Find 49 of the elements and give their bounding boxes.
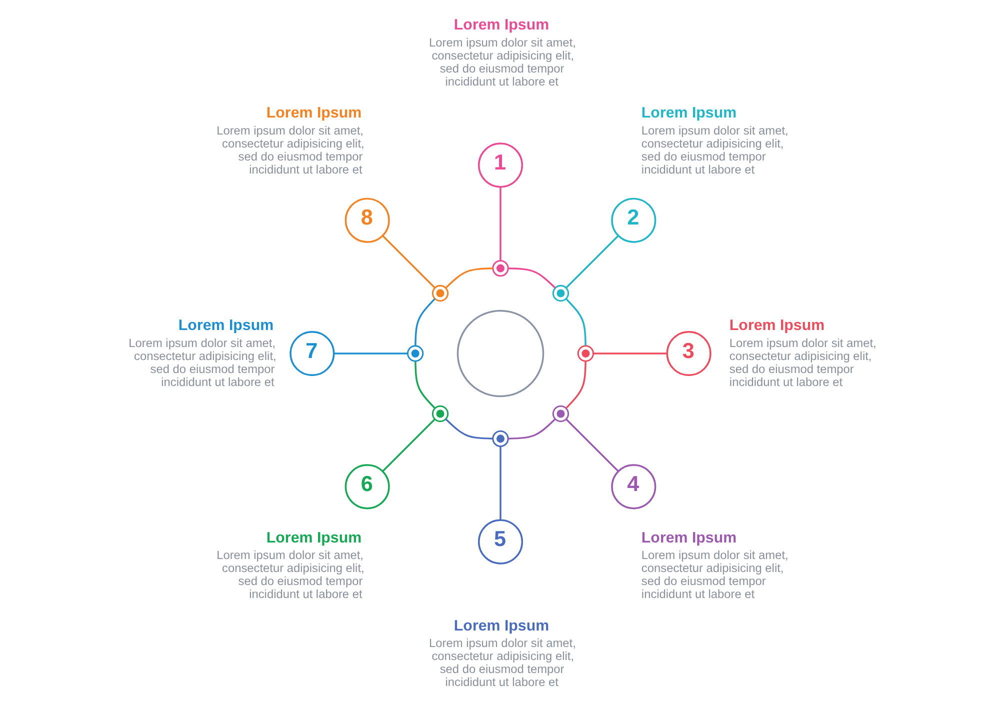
node-label: Lorem ipsum dolor sit amet, consectetur adipisicing elit, sed do eiusmod tempor incididunt ut labore et	[640, 123, 788, 176]
node-circle	[431, 284, 448, 302]
connector	[382, 418, 435, 472]
node-circle: 8	[344, 198, 390, 243]
node-circle	[576, 345, 594, 362]
node-label: Lorem Ipsum	[453, 617, 549, 634]
node-circle: 2	[610, 198, 656, 243]
node-circle: 3	[666, 330, 711, 376]
node-circle	[552, 284, 569, 302]
node-label: Lorem ipsum dolor sit amet, consectetur adipisicing elit, sed do eiusmod tempor incididunt ut labore et	[640, 548, 788, 602]
node-label: Lorem ipsum dolor sit amet, consectetur adipisicing elit, sed do eiusmod tempor incididunt ut labore et	[216, 123, 364, 176]
node-label: Lorem Ipsum	[728, 316, 824, 334]
node-circle: 4	[610, 464, 656, 510]
node-circle: 5	[477, 519, 523, 564]
node-circle	[456, 310, 544, 398]
connector	[444, 268, 492, 289]
node-circle	[492, 260, 508, 277]
connector	[382, 235, 435, 288]
node-label: Lorem Ipsum	[266, 104, 362, 122]
node-circle	[492, 430, 508, 448]
node-label: Lorem ipsum dolor sit amet, consectetur adipisicing elit, sed do eiusmod tempor incididunt ut labore et	[428, 35, 576, 88]
node-label: Lorem Ipsum	[640, 529, 736, 546]
connector	[565, 418, 618, 472]
node-circle: 1	[477, 142, 523, 188]
node-label: Lorem ipsum dolor sit amet, consectetur adipisicing elit, sed do eiusmod tempor incididunt ut labore et	[216, 548, 364, 602]
connector	[414, 361, 436, 409]
node-label: Lorem Ipsum	[266, 529, 362, 546]
node-circle: 6	[344, 464, 390, 510]
connector	[444, 418, 492, 440]
connector	[508, 268, 556, 289]
connector	[565, 235, 618, 288]
connector	[592, 352, 666, 354]
connector	[564, 298, 586, 346]
node-label: Lorem Ipsum	[640, 104, 736, 122]
connector	[334, 352, 408, 354]
node-label: Lorem ipsum dolor sit amet, consectetur adipisicing elit, sed do eiusmod tempor incididunt ut labore et	[128, 336, 276, 389]
node-circle	[431, 405, 448, 422]
node-label: Lorem Ipsum	[178, 316, 274, 334]
node-label: Lorem ipsum dolor sit amet, consectetur adipisicing elit, sed do eiusmod tempor incididunt ut labore et	[728, 336, 876, 389]
node-label: Lorem Ipsum	[453, 16, 549, 34]
node-circle	[406, 345, 424, 362]
connector	[414, 298, 435, 346]
node-circle	[552, 405, 569, 422]
connector	[499, 187, 501, 261]
node-label: Lorem ipsum dolor sit amet, consectetur adipisicing elit, sed do eiusmod tempor incididunt ut labore et	[428, 636, 576, 690]
connector	[499, 446, 501, 520]
connector	[564, 361, 586, 409]
node-circle: 7	[289, 330, 334, 376]
connector	[508, 418, 556, 440]
